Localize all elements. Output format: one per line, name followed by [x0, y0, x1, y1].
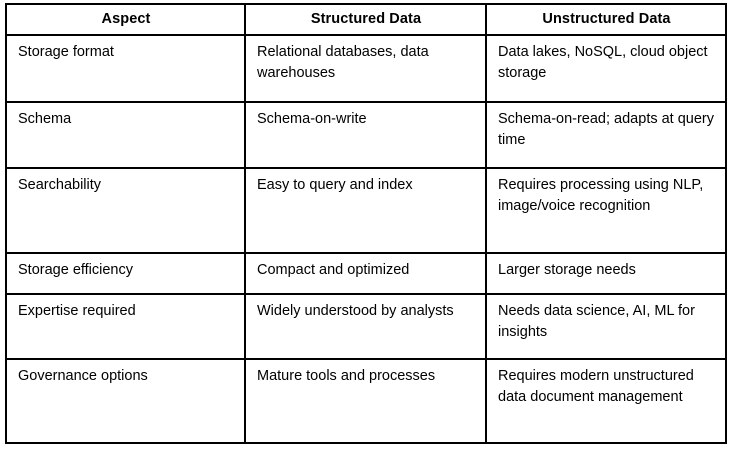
column-header-aspect: Aspect: [5, 3, 246, 36]
column-header-structured-data: Structured Data: [244, 3, 487, 36]
cell-text: Easy to query and index: [257, 177, 413, 193]
cell-aspect: Storage efficiency: [5, 252, 246, 295]
cell-text: Compact and optimized: [257, 262, 410, 278]
cell-structured: Compact and optimized: [244, 252, 487, 295]
table-header-row: Aspect Structured Data Unstructured Data: [5, 3, 727, 36]
cell-text: Mature tools and processes: [257, 368, 436, 384]
cell-text: Governance options: [18, 368, 148, 384]
cell-unstructured: Requires modern unstructured data docume…: [485, 358, 727, 444]
cell-aspect: Storage format: [5, 34, 246, 103]
cell-aspect: Governance options: [5, 358, 246, 444]
table-header: Aspect Structured Data Unstructured Data: [5, 3, 727, 36]
table-body: Storage format Relational databases, dat…: [5, 34, 727, 444]
cell-text: Requires modern unstructured data docume…: [498, 368, 694, 406]
cell-text: Storage efficiency: [18, 262, 133, 278]
cell-structured: Easy to query and index: [244, 167, 487, 254]
cell-unstructured: Requires processing using NLP, image/voi…: [485, 167, 727, 254]
comparison-table-container: Aspect Structured Data Unstructured Data…: [5, 3, 727, 444]
cell-text: Schema: [18, 111, 72, 127]
column-header-unstructured-data: Unstructured Data: [485, 3, 727, 36]
cell-unstructured: Schema-on-read; adapts at query time: [485, 101, 727, 169]
table-row: Expertise required Widely understood by …: [5, 293, 727, 360]
cell-unstructured: Needs data science, AI, ML for insights: [485, 293, 727, 360]
cell-text: Widely understood by analysts: [257, 303, 454, 319]
cell-text: Storage format: [18, 44, 114, 60]
comparison-table: Aspect Structured Data Unstructured Data…: [5, 3, 727, 444]
cell-aspect: Searchability: [5, 167, 246, 254]
cell-text: Schema-on-write: [257, 111, 367, 127]
cell-unstructured: Larger storage needs: [485, 252, 727, 295]
cell-structured: Widely understood by analysts: [244, 293, 487, 360]
cell-unstructured: Data lakes, NoSQL, cloud object storage: [485, 34, 727, 103]
cell-aspect: Expertise required: [5, 293, 246, 360]
cell-text: Larger storage needs: [498, 262, 636, 278]
cell-structured: Schema-on-write: [244, 101, 487, 169]
cell-text: Needs data science, AI, ML for insights: [498, 303, 695, 341]
cell-structured: Relational databases, data warehouses: [244, 34, 487, 103]
cell-text: Data lakes, NoSQL, cloud object storage: [498, 44, 708, 82]
cell-text: Searchability: [18, 177, 102, 193]
table-row: Searchability Easy to query and index Re…: [5, 167, 727, 254]
cell-structured: Mature tools and processes: [244, 358, 487, 444]
table-row: Schema Schema-on-write Schema-on-read; a…: [5, 101, 727, 169]
cell-text: Relational databases, data warehouses: [257, 44, 429, 82]
table-row: Governance options Mature tools and proc…: [5, 358, 727, 444]
cell-text: Schema-on-read; adapts at query time: [498, 111, 715, 149]
cell-aspect: Schema: [5, 101, 246, 169]
cell-text: Expertise required: [18, 303, 136, 319]
cell-text: Requires processing using NLP, image/voi…: [498, 177, 704, 215]
table-row: Storage efficiency Compact and optimized…: [5, 252, 727, 295]
table-row: Storage format Relational databases, dat…: [5, 34, 727, 103]
